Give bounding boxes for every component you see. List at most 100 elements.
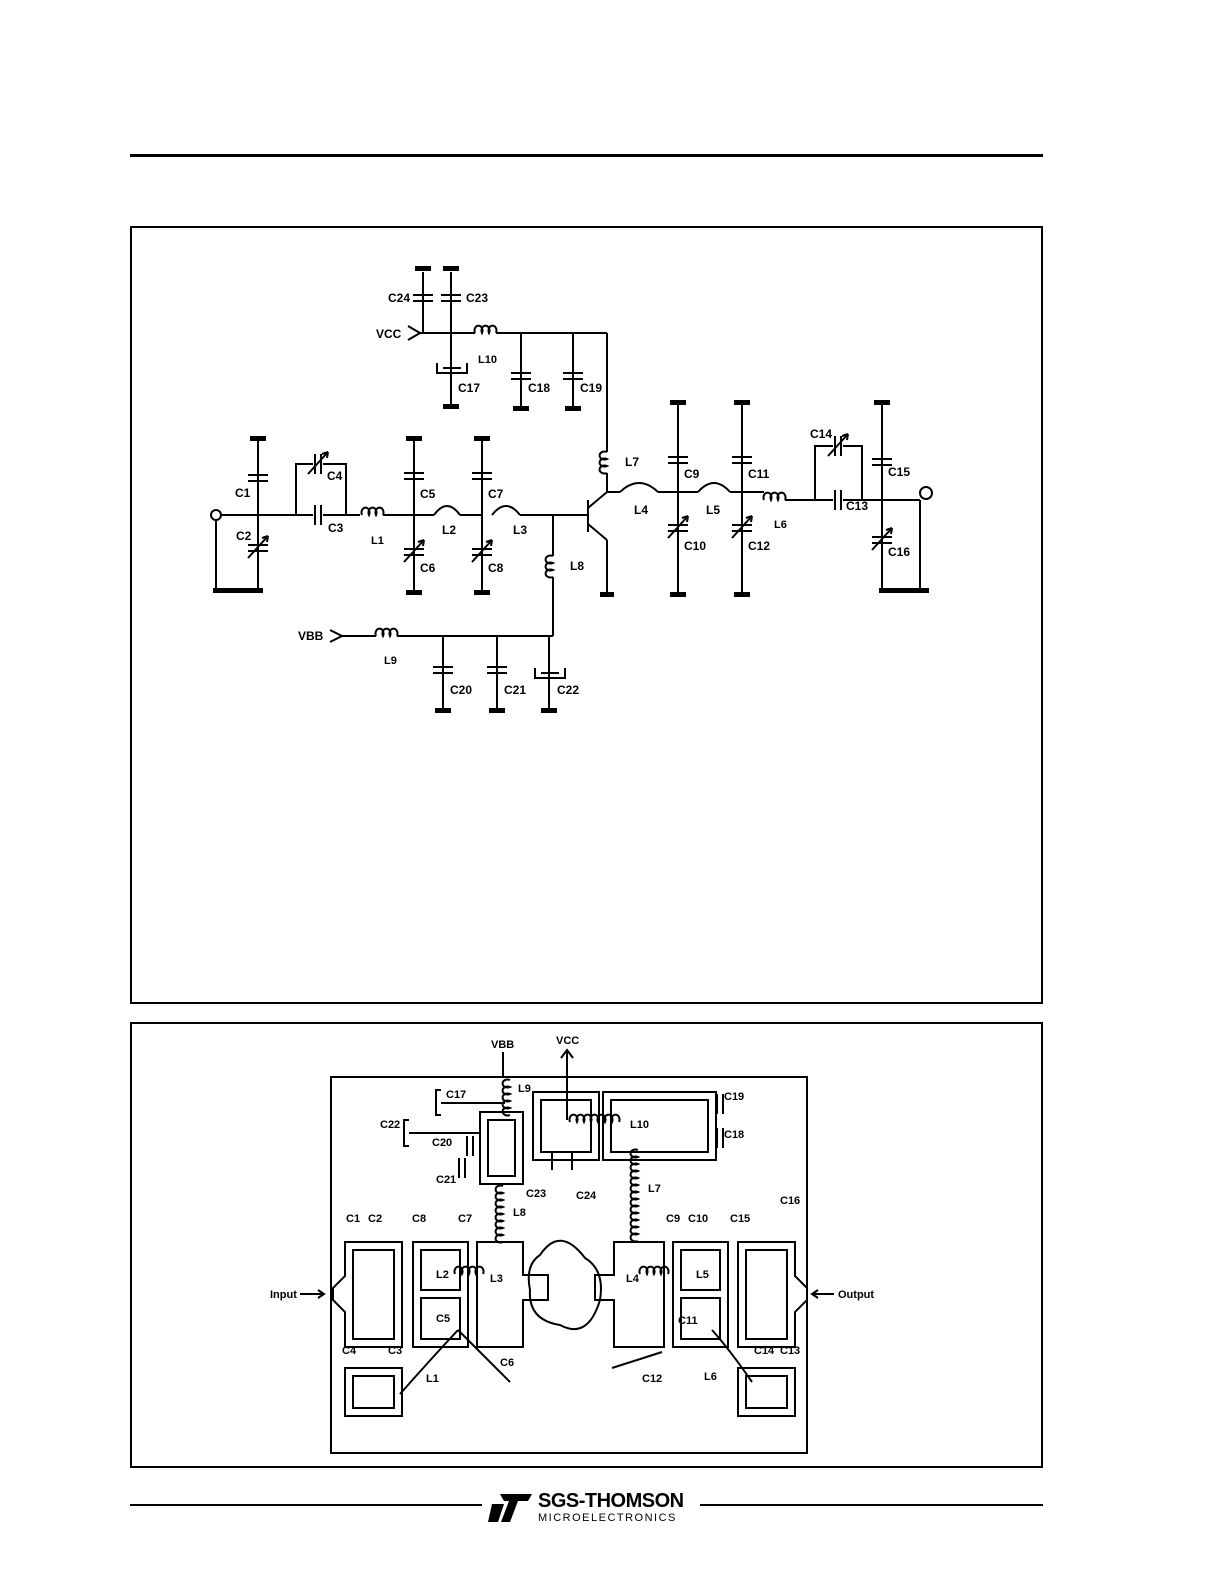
ground-symbol bbox=[406, 436, 422, 441]
ground-bar bbox=[435, 708, 451, 713]
c24-label: C24 bbox=[388, 291, 410, 305]
l6-label: L6 bbox=[774, 519, 787, 531]
c8-label: C8 bbox=[412, 1213, 426, 1225]
input-pad-outer bbox=[333, 1242, 402, 1347]
ground-bar bbox=[250, 436, 266, 441]
transistor-emitter bbox=[588, 524, 607, 540]
c22-label: C22 bbox=[557, 683, 579, 697]
c4-label: C4 bbox=[327, 469, 343, 483]
c18-label: C18 bbox=[528, 381, 550, 395]
ground-bar bbox=[489, 708, 505, 713]
l4-stripline bbox=[620, 483, 658, 492]
c14-label: C14 bbox=[810, 427, 832, 441]
c4-label: C4 bbox=[342, 1345, 357, 1357]
l3-label: L3 bbox=[490, 1273, 503, 1285]
c14-label: C14 bbox=[754, 1345, 775, 1357]
ground-symbol bbox=[874, 400, 890, 405]
l6-label: L6 bbox=[704, 1371, 717, 1383]
l3-stripline bbox=[492, 506, 520, 515]
board-layout-diagram: VBBVCCL9C17C22C20C21L8C23C24L10C19C18L7I… bbox=[270, 1035, 874, 1453]
vcc-label: VCC bbox=[376, 327, 402, 341]
wire bbox=[843, 446, 862, 500]
c12-label: C12 bbox=[642, 1373, 662, 1385]
output-connector bbox=[920, 487, 932, 499]
c16-label: C16 bbox=[780, 1195, 800, 1207]
l10-pad-outer bbox=[603, 1092, 716, 1160]
input-ground-pad-inner bbox=[353, 1376, 394, 1408]
l4-label: L4 bbox=[634, 503, 648, 517]
l10-label: L10 bbox=[630, 1119, 649, 1131]
c3-capacitor bbox=[315, 505, 321, 525]
l7-inductor bbox=[600, 451, 607, 473]
l6-inductor bbox=[764, 493, 786, 500]
company-logo: SGS-THOMSON MICROELECTRONICS bbox=[488, 1488, 718, 1528]
c12-lead bbox=[612, 1352, 662, 1368]
output-label: Output bbox=[838, 1289, 874, 1301]
l2-label: L2 bbox=[442, 523, 456, 537]
l1-label: L1 bbox=[426, 1373, 439, 1385]
c18-label: C18 bbox=[724, 1129, 744, 1141]
ground-symbol bbox=[250, 436, 266, 441]
c8-label: C8 bbox=[488, 561, 504, 575]
ground-symbol bbox=[670, 400, 686, 405]
c6-label: C6 bbox=[420, 561, 436, 575]
ground-symbol bbox=[435, 708, 451, 713]
l10-label: L10 bbox=[478, 354, 497, 366]
brand-name: SGS-THOMSON bbox=[538, 1490, 684, 1513]
collector-pad bbox=[595, 1242, 664, 1347]
l7-label: L7 bbox=[648, 1183, 661, 1195]
ground-bar bbox=[406, 590, 422, 595]
ground-bar bbox=[874, 400, 890, 405]
c17-label: C17 bbox=[446, 1089, 466, 1101]
ground-bar bbox=[879, 588, 929, 593]
c9-label: C9 bbox=[684, 467, 700, 481]
ground-symbol bbox=[541, 708, 557, 713]
l7-inductor bbox=[631, 1150, 638, 1242]
ground-bar bbox=[406, 436, 422, 441]
c18-capacitor bbox=[717, 1128, 723, 1148]
c21-capacitor bbox=[459, 1158, 465, 1178]
l9-label: L9 bbox=[518, 1083, 531, 1095]
input-pad-inner bbox=[353, 1250, 394, 1339]
ground-bar bbox=[600, 592, 614, 597]
ground-bar bbox=[670, 592, 686, 597]
l4-label: L4 bbox=[626, 1273, 640, 1285]
c23-label: C23 bbox=[526, 1188, 546, 1200]
ground-symbol bbox=[474, 436, 490, 441]
input-connector bbox=[211, 510, 221, 520]
c13-capacitor bbox=[835, 490, 841, 510]
ground-symbol bbox=[474, 590, 490, 595]
l8-label: L8 bbox=[513, 1207, 526, 1219]
l1-label: L1 bbox=[371, 535, 384, 547]
ground-symbol bbox=[734, 592, 750, 597]
c3-label: C3 bbox=[328, 521, 344, 535]
l5-label: L5 bbox=[696, 1269, 709, 1281]
ground-bar bbox=[734, 592, 750, 597]
footer-rule-right bbox=[700, 1504, 1043, 1506]
ground-bar bbox=[474, 436, 490, 441]
c20-label: C20 bbox=[450, 683, 472, 697]
l3-label: L3 bbox=[513, 523, 527, 537]
c7-label: C7 bbox=[488, 487, 504, 501]
output-pad-inner bbox=[746, 1250, 787, 1339]
transistor-package bbox=[529, 1241, 601, 1329]
st-logo-icon bbox=[488, 1492, 532, 1524]
c15-label: C15 bbox=[730, 1213, 750, 1225]
footer-rule-left bbox=[130, 1504, 482, 1506]
c21-label: C21 bbox=[436, 1174, 456, 1186]
l8-inductor bbox=[496, 1186, 503, 1243]
l10-inductor bbox=[475, 326, 497, 333]
c19-label: C19 bbox=[580, 381, 602, 395]
c17-capacitor bbox=[436, 1090, 441, 1115]
ground-bar bbox=[513, 406, 529, 411]
ground-bar bbox=[474, 590, 490, 595]
vcc-terminal bbox=[408, 326, 420, 333]
c9-label: C9 bbox=[666, 1213, 680, 1225]
c24-label: C24 bbox=[576, 1190, 597, 1202]
c16-label: C16 bbox=[888, 545, 910, 559]
c1-label: C1 bbox=[235, 486, 251, 500]
c2-label: C2 bbox=[368, 1213, 382, 1225]
l7-label: L7 bbox=[625, 455, 639, 469]
c10-label: C10 bbox=[684, 539, 706, 553]
